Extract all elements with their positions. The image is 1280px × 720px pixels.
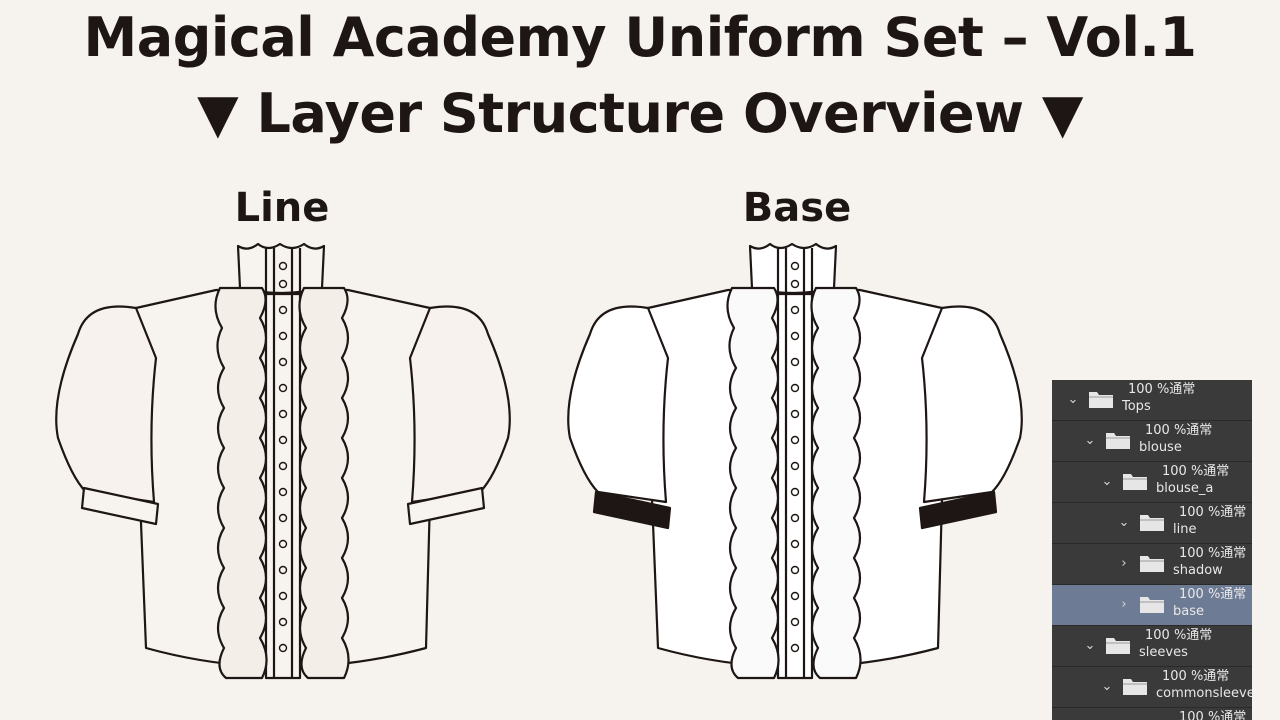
folder-icon [1140,515,1164,531]
layer-name: blouse_a [1156,481,1214,496]
chevron-down-icon[interactable]: ⌄ [1067,392,1079,407]
chevron-down-icon[interactable]: ⌄ [1118,515,1130,530]
page-title: Magical Academy Uniform Set – Vol.1 [83,6,1197,69]
page-subtitle: ▼ Layer Structure Overview ▼ [197,82,1083,145]
chevron-right-icon[interactable]: › [1121,597,1127,612]
chevron-right-icon[interactable]: › [1121,556,1127,571]
folder-icon [1140,556,1164,572]
layer-blend-mode: 100 %通常 [1128,382,1196,397]
layer-name: line [1173,522,1197,537]
folder-icon [1123,679,1147,695]
layer-name: base [1173,604,1204,619]
folder-icon [1089,392,1113,408]
layer-row[interactable]: › 100 %通常 base [1052,585,1252,626]
folder-icon [1106,638,1130,654]
layer-blend-mode: 100 %通常 [1179,710,1247,720]
blouse-line-art [55,242,511,680]
blouse-base-art [567,242,1023,680]
layer-blend-mode: 100 %通常 [1145,628,1213,643]
layer-row[interactable]: ⌄ 100 %通常 blouse_a [1052,462,1252,503]
base-panel-label: Base [742,185,852,231]
folder-icon [1123,474,1147,490]
layer-row[interactable]: ⌄ 100 %通常 Tops [1052,380,1252,421]
layer-name: shadow [1173,563,1223,578]
layer-blend-mode: 100 %通常 [1179,587,1247,602]
layer-blend-mode: 100 %通常 [1162,669,1230,684]
layer-blend-mode: 100 %通常 [1145,423,1213,438]
layer-blend-mode: 100 %通常 [1162,464,1230,479]
layer-name: blouse [1139,440,1182,455]
layer-row[interactable]: ›100 %通常 [1052,708,1252,720]
layer-row[interactable]: ⌄ 100 %通常 line [1052,503,1252,544]
folder-icon [1106,433,1130,449]
chevron-down-icon[interactable]: ⌄ [1101,679,1113,694]
chevron-down-icon[interactable]: ⌄ [1101,474,1113,489]
layer-name: commonsleeves [1156,686,1252,701]
line-panel-label: Line [234,185,330,231]
layer-row[interactable]: ⌄ 100 %通常 blouse [1052,421,1252,462]
layer-name: sleeves [1139,645,1188,660]
layer-name: Tops [1122,399,1151,414]
layer-row[interactable]: ⌄ 100 %通常 commonsleeves [1052,667,1252,708]
layer-blend-mode: 100 %通常 [1179,505,1247,520]
layer-blend-mode: 100 %通常 [1179,546,1247,561]
chevron-down-icon[interactable]: ⌄ [1084,433,1096,448]
chevron-down-icon[interactable]: ⌄ [1084,638,1096,653]
folder-icon [1140,597,1164,613]
layer-row[interactable]: ⌄ 100 %通常 sleeves [1052,626,1252,667]
layer-panel[interactable]: ⌄ 100 %通常 Tops ⌄ 100 %通常 blouse ⌄ 100 %通常 blouse… [1052,380,1252,720]
layer-row[interactable]: › 100 %通常 shadow [1052,544,1252,585]
